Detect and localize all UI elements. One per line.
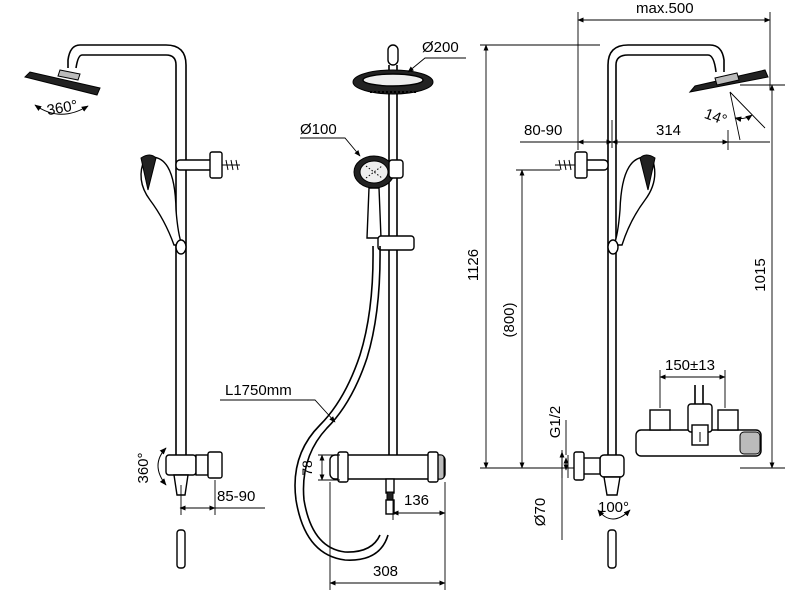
label-valve-width: 308 <box>373 563 398 580</box>
head-shower <box>24 71 101 96</box>
label-bar-height: (800) <box>501 302 518 337</box>
label-valve-projection: 136 <box>404 492 429 509</box>
label-hose-length: L1750mm <box>225 382 292 399</box>
label-escutcheon-diameter: Ø70 <box>532 498 549 526</box>
label-head-tilt: 14° <box>702 105 729 129</box>
label-head-height: 1015 <box>752 258 769 291</box>
label-max-projection: max.500 <box>636 0 694 17</box>
hose <box>294 245 389 561</box>
label-hand-shower-diameter: Ø100 <box>300 121 337 138</box>
side-view-left: 360° 360° 85-90 <box>24 44 265 569</box>
front-view: Ø200 Ø100 L1750mm 78 136 <box>220 39 466 590</box>
label-valve-rotation: 100° <box>598 499 629 516</box>
label-head-diameter: Ø200 <box>422 39 459 56</box>
valve-detail: 150±13 <box>635 357 762 457</box>
label-swivel-head: 360° <box>45 97 79 119</box>
label-valve-height: 78 <box>299 460 315 476</box>
label-total-height: 1126 <box>465 249 482 281</box>
label-arm-length: 314 <box>656 122 681 139</box>
label-centres: 150±13 <box>665 357 715 374</box>
label-valve-offset-left: 85-90 <box>217 488 255 505</box>
side-view-right: 14° max.500 80-90 314 1126 (800) 1015 <box>465 0 785 569</box>
label-swivel-valve: 360° <box>135 452 152 483</box>
label-connection-thread: G1/2 <box>547 406 564 439</box>
label-wall-offset: 80-90 <box>524 122 562 139</box>
